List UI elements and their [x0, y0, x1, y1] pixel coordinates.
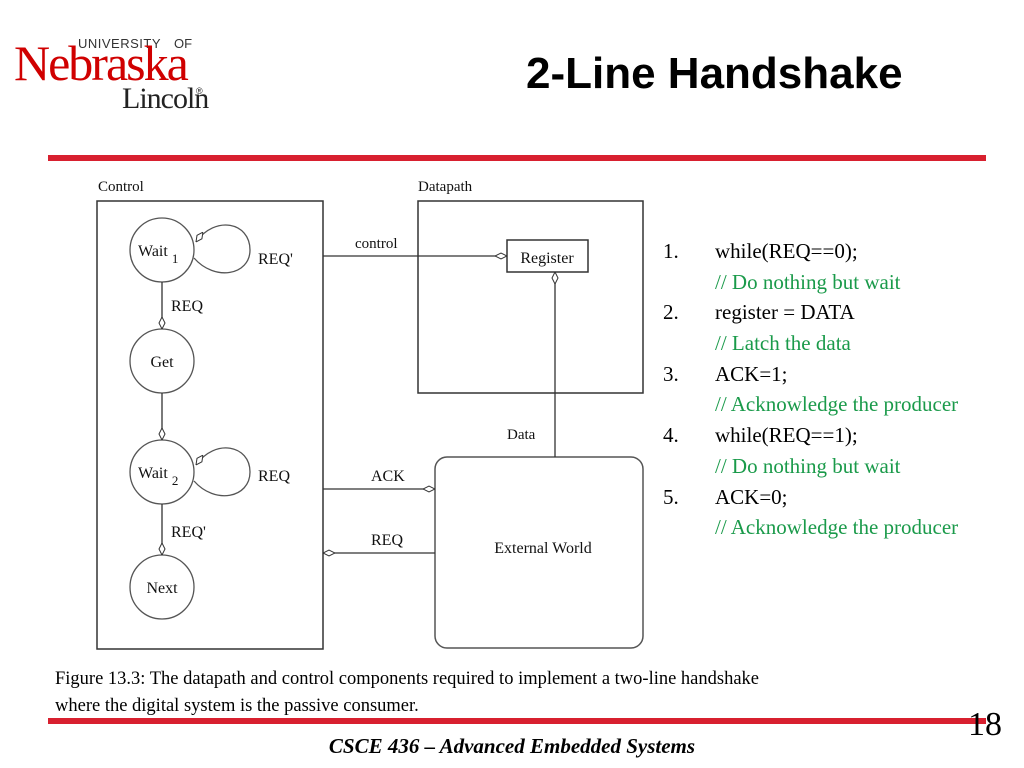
logo-university-text: UNIVERSITY — [78, 36, 162, 51]
datapath-box-label: Datapath — [418, 179, 473, 195]
code-statement: while(REQ==0); — [715, 239, 858, 263]
data-signal-label: Data — [507, 427, 536, 443]
code-line-number: 1. — [663, 239, 679, 263]
transition-wait2-to-next-label: REQ' — [171, 524, 206, 541]
code-comment: // Do nothing but wait — [715, 269, 901, 294]
slide-title: 2-Line Handshake — [526, 49, 903, 98]
self-loop-wait2 — [193, 447, 251, 497]
register-label: Register — [520, 250, 574, 267]
control-box — [96, 200, 324, 650]
course-footer: CSCE 436 – Advanced Embedded Systems — [328, 734, 696, 758]
transition-wait1-to-get-label: REQ — [171, 298, 203, 315]
code-comment: // Do nothing but wait — [715, 453, 901, 478]
code-line-number: 3. — [663, 361, 679, 386]
control-signal-label: control — [355, 236, 398, 252]
logo-of-text: OF — [174, 36, 193, 51]
ack-signal-label: ACK — [371, 468, 405, 485]
code-line-number: 5. — [663, 484, 679, 509]
req-signal-label: REQ — [371, 532, 403, 549]
logo-name-text: Nebraska — [14, 35, 189, 91]
caption-line-2: where the digital system is the passive … — [55, 696, 419, 716]
code-statement: while(REQ==1); — [715, 423, 858, 448]
control-box-label: Control — [98, 179, 144, 195]
self-loop-wait1-label: REQ' — [258, 251, 293, 268]
top-divider — [48, 155, 986, 161]
code-comment: // Acknowledge the producer — [715, 515, 959, 540]
code-comment: // Latch the data — [715, 331, 851, 356]
bottom-divider — [48, 718, 986, 724]
code-statement: register = DATA — [715, 300, 855, 325]
state-next-label: Next — [146, 580, 178, 597]
code-comment: // Acknowledge the producer — [715, 392, 959, 417]
page-number: 18 — [968, 706, 1002, 743]
logo-registered-mark: ® — [196, 86, 203, 96]
datapath-box — [417, 200, 644, 394]
logo-campus-text: Lincoln — [122, 82, 209, 115]
code-statement: ACK=0; — [715, 484, 788, 509]
state-get-label: Get — [150, 354, 174, 371]
self-loop-wait1 — [193, 224, 251, 274]
caption-line-1: Figure 13.3: The datapath and control co… — [55, 669, 760, 689]
code-statement: ACK=1; — [715, 361, 788, 386]
university-logo: UNIVERSITY OF Nebraska Lincoln ® — [14, 34, 214, 115]
code-line-number: 4. — [663, 423, 679, 448]
code-line-number: 2. — [663, 300, 679, 325]
figure-caption: Figure 13.3: The datapath and control co… — [55, 666, 955, 720]
self-loop-wait2-label: REQ — [258, 468, 290, 485]
external-world-label: External World — [494, 540, 592, 557]
